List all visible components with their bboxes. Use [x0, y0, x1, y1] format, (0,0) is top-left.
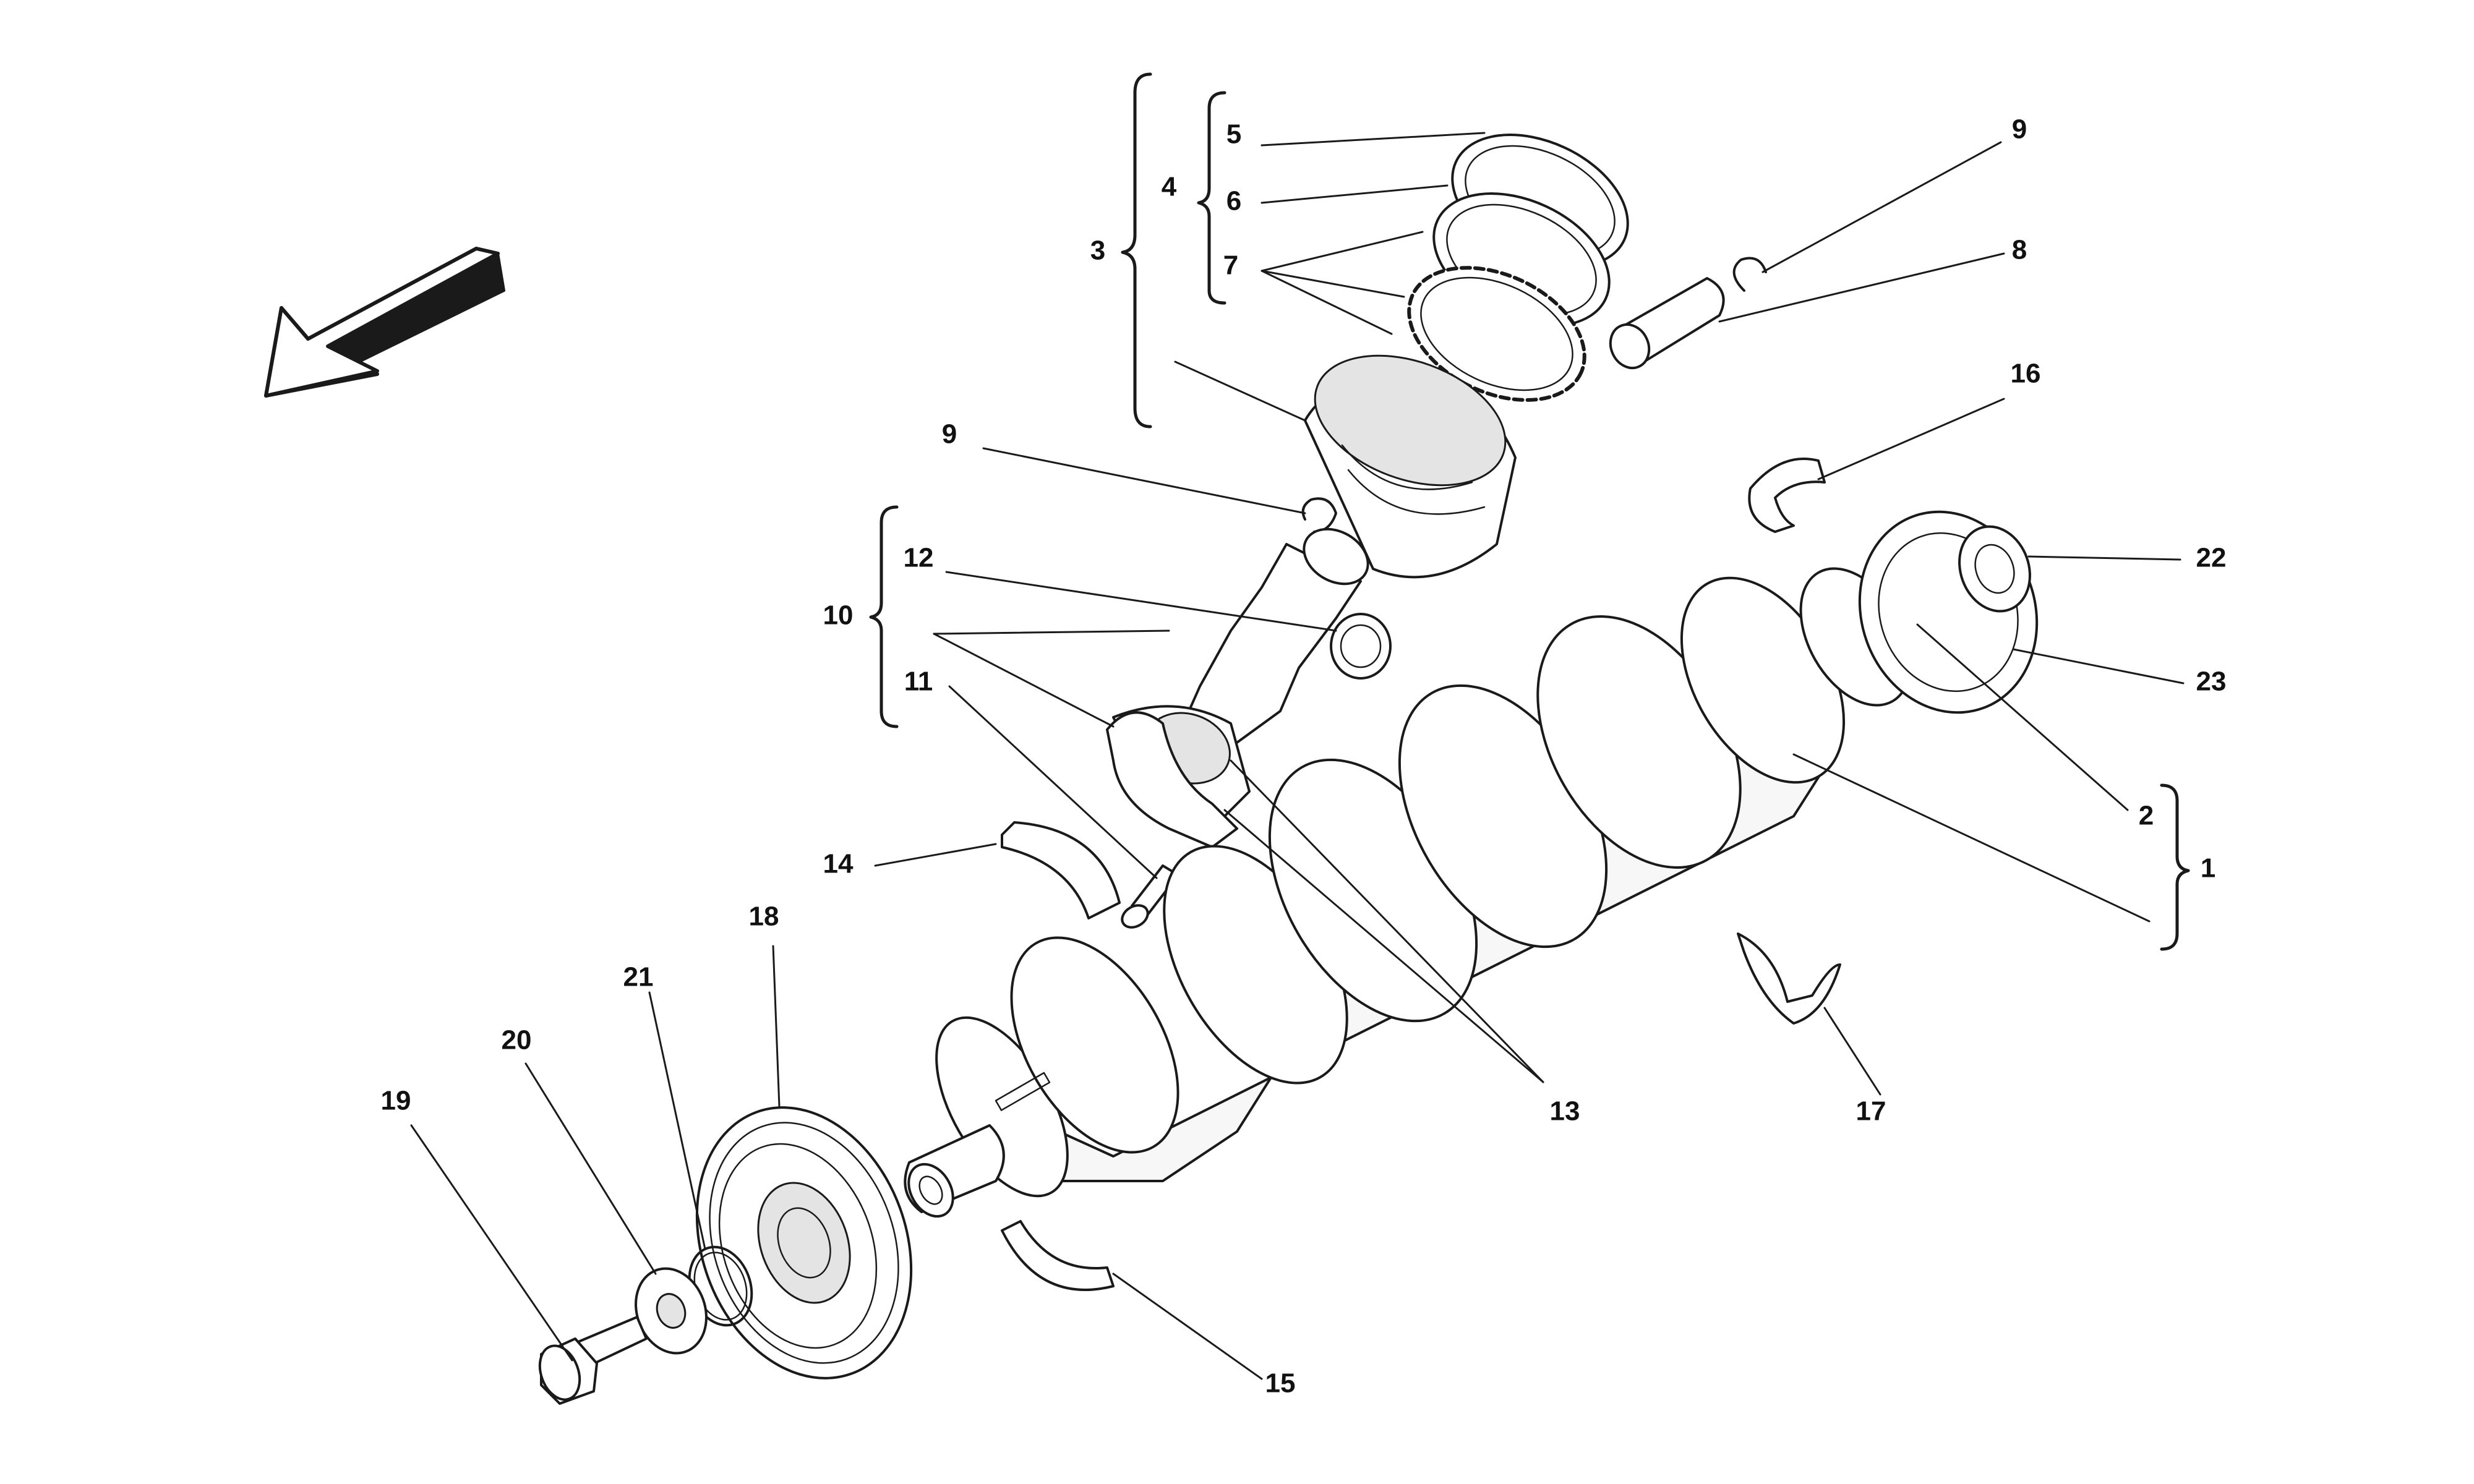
callout-16: 16 [2011, 359, 2041, 389]
callout-20: 20 [502, 1025, 532, 1055]
callout-brace-3 [1121, 72, 1152, 429]
callout-10: 10 [823, 600, 854, 631]
crankshaft [904, 567, 1943, 1218]
thrust-washer-17 [1737, 932, 1841, 1025]
small-end-bush [1330, 613, 1392, 680]
callout-brace-4 [1197, 91, 1226, 305]
thrust-washer-16 [1748, 458, 1826, 533]
callout-3: 3 [1090, 236, 1105, 266]
rod-bolt [1121, 864, 1179, 929]
pulley-washer [635, 1267, 708, 1355]
piston [1304, 354, 1517, 579]
callout-22: 22 [2196, 543, 2227, 573]
circlip-upper [1732, 257, 1767, 292]
callout-21: 21 [623, 962, 654, 992]
connecting-rod-cap [1106, 711, 1238, 848]
callout-23: 23 [2196, 667, 2227, 697]
callout-12: 12 [904, 543, 934, 573]
callout-4: 4 [1162, 172, 1177, 202]
callout-2: 2 [2139, 801, 2154, 831]
callout-15: 15 [1265, 1368, 1296, 1399]
piston-rings [1407, 134, 1629, 402]
circlip-lower [1301, 497, 1337, 533]
leader-lines [410, 132, 2185, 1380]
callout-5: 5 [1226, 119, 1241, 150]
direction-arrow-icon [264, 247, 505, 398]
callout-brace-1 [2160, 783, 2190, 951]
callout-13: 13 [1550, 1096, 1580, 1127]
bearing-shell-15 [1001, 1220, 1115, 1291]
bearing-shell-14 [1001, 821, 1121, 919]
callout-7: 7 [1223, 250, 1238, 281]
callout-9-upper: 9 [2012, 114, 2027, 145]
callout-8: 8 [2012, 235, 2027, 265]
callout-14: 14 [823, 849, 854, 879]
gudgeon-pin [1609, 277, 1725, 370]
callout-1: 1 [2201, 853, 2215, 884]
callouts: 1 2 3 4 5 6 7 8 9 9 10 11 12 13 14 15 16… [381, 114, 2227, 1399]
callout-brace-10 [869, 505, 899, 728]
callout-6: 6 [1226, 186, 1241, 216]
callout-18: 18 [749, 902, 779, 932]
callout-9-lower: 9 [942, 419, 957, 450]
callout-17: 17 [1856, 1096, 1886, 1127]
crankshaft-pulley [695, 1106, 913, 1380]
callout-19: 19 [381, 1086, 411, 1116]
callout-11: 11 [904, 667, 933, 697]
pulley-bolt [538, 1316, 648, 1405]
pilot-bearing [1958, 525, 2031, 613]
